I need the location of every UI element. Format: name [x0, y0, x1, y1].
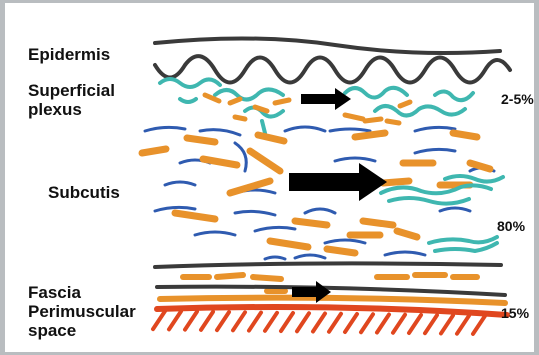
superficial-plexus-teal-vessels: [160, 79, 473, 133]
muscle-hatch-stroke: [265, 313, 277, 331]
muscle-hatch-stroke: [361, 314, 373, 332]
percent-subcutis: 80%: [497, 218, 525, 234]
muscle-hatch-stroke: [153, 311, 165, 329]
label-perimuscular-2: space: [28, 321, 76, 340]
muscle-hatch-stroke: [217, 312, 229, 330]
muscle-hatch-stroke: [393, 315, 405, 333]
muscle-hatch-stroke: [185, 312, 197, 330]
whiteboard-diagram: Epidermis Superficial plexus Subcutis Fa…: [5, 3, 534, 352]
muscle-hatch-stroke: [409, 315, 421, 333]
label-epidermis: Epidermis: [28, 45, 110, 64]
muscle-hatch-stroke: [473, 316, 485, 334]
label-superficial-plexus-1: Superficial: [28, 81, 115, 100]
epidermis-top-line: [155, 38, 500, 53]
muscle-hatch-stroke: [425, 315, 437, 333]
percent-superficial-plexus: 2-5%: [501, 91, 534, 107]
label-superficial-plexus-2: plexus: [28, 100, 82, 119]
percent-perimuscular: 15%: [501, 305, 529, 321]
arrow-subcutis: [289, 163, 387, 201]
muscle-hatch-stroke: [329, 314, 341, 332]
muscle-hatch-stroke: [169, 311, 181, 329]
perimuscular-orange-line: [160, 298, 505, 303]
muscle-hatch-stroke: [249, 313, 261, 331]
label-fascia: Fascia: [28, 283, 81, 302]
label-subcutis: Subcutis: [48, 183, 120, 202]
label-perimuscular-1: Perimuscular: [28, 302, 136, 321]
muscle-hatch-stroke: [233, 312, 245, 330]
muscle-hatch-stroke: [281, 313, 293, 331]
muscle-hatch-stroke: [297, 313, 309, 331]
muscle-hatch-stroke: [377, 314, 389, 332]
fascia-bottom-line: [157, 287, 505, 295]
fascia-top-line: [155, 263, 501, 267]
muscle-hatch-stroke: [313, 314, 325, 332]
muscle-hatch-stroke: [441, 315, 453, 333]
muscle-hatch-stroke: [345, 314, 357, 332]
arrow-superficial: [301, 88, 351, 110]
muscle-hatching: [153, 311, 485, 334]
muscle-hatch-stroke: [457, 316, 469, 334]
muscle-hatch-stroke: [201, 312, 213, 330]
